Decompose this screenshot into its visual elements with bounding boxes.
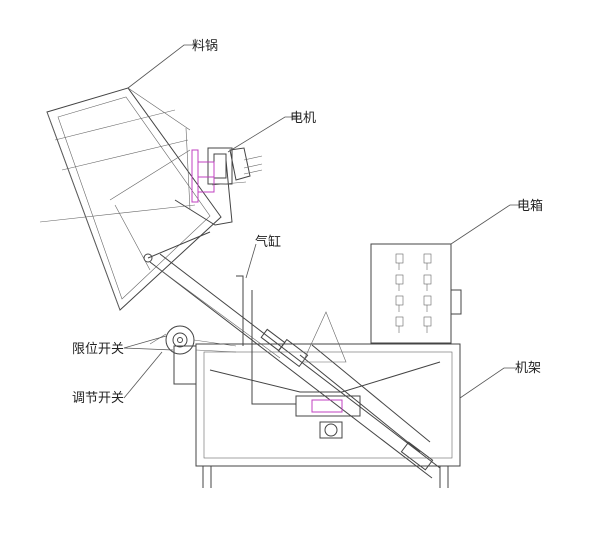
switch-assembly [149,325,237,355]
frame [173,275,461,488]
motor [185,127,263,211]
label-motor: 电机 [290,111,316,126]
electric-box [370,243,462,344]
leader-lines [123,44,520,399]
label-frame: 机架 [515,361,541,376]
label-pot: 料锅 [192,38,218,54]
label-electric-box: 电箱 [517,198,543,214]
label-cylinder: 气缸 [255,234,281,250]
label-adjust-switch: 调节开关 [72,391,124,406]
label-limit-switch: 限位开关 [72,342,124,357]
pot [39,87,233,311]
cylinder [149,253,441,479]
